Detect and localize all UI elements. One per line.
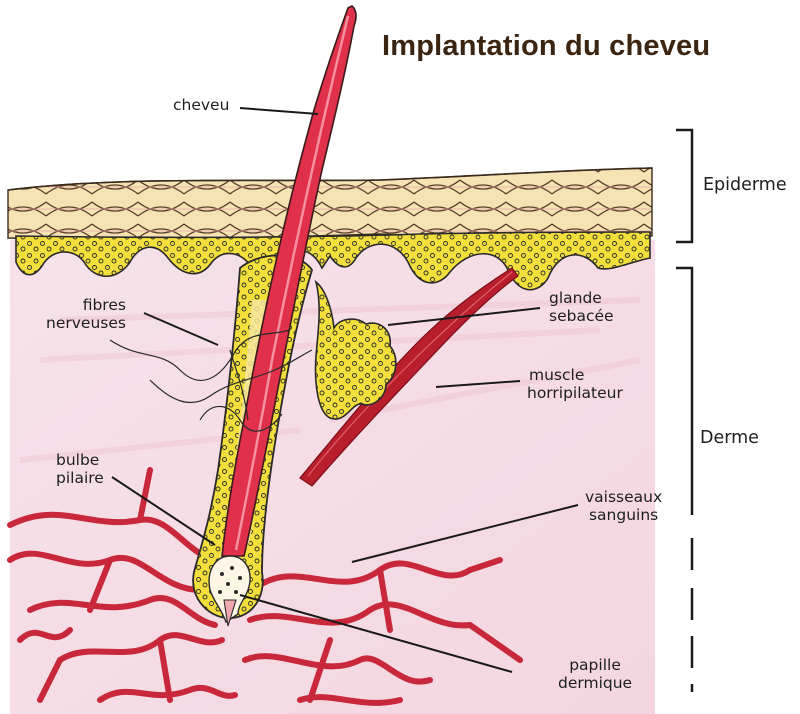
label-glande-sebacee: glande sebacée <box>549 289 614 325</box>
sebaceous-gland <box>314 279 397 420</box>
label-vaisseaux-sanguins: vaisseaux sanguins <box>585 488 662 524</box>
leader-vaisseaux <box>351 504 579 563</box>
leader-glande <box>387 307 541 326</box>
label-fibres-nerveuses: fibres nerveuses <box>46 296 126 332</box>
label-muscle-line2: horripilateur <box>527 384 623 402</box>
label-bulbe-line1: bulbe <box>56 451 100 469</box>
label-papille-line2: dermique <box>558 674 633 692</box>
label-bulbe-pilaire: bulbe pilaire <box>56 451 104 487</box>
leader-bulbe <box>111 476 216 546</box>
label-cheveu: cheveu <box>173 96 230 114</box>
leader-muscle <box>435 380 521 388</box>
epidermis-layer <box>7 167 653 240</box>
section-label-derme: Derme <box>700 428 759 448</box>
label-glande-line1: glande <box>549 289 602 307</box>
leader-lines <box>111 107 579 673</box>
epiderme-bracket <box>676 128 694 244</box>
dermal-papilla <box>208 555 251 627</box>
leader-fibres <box>143 312 219 346</box>
derme-bracket <box>676 266 694 692</box>
leader-papille <box>239 594 513 673</box>
label-vaisseaux-line2: sanguins <box>588 506 659 524</box>
section-label-epiderme: Epiderme <box>703 175 787 195</box>
label-papille-line1: papille <box>569 656 621 674</box>
label-muscle-horripilateur: muscle horripilateur <box>527 366 623 402</box>
basal-cell-layer <box>15 231 651 291</box>
nerve-fibres <box>109 329 313 432</box>
label-fibres-line1: fibres <box>82 296 126 314</box>
label-glande-line2: sebacée <box>549 307 614 325</box>
hair-shaft <box>221 5 357 557</box>
label-vaisseaux-line1: vaisseaux <box>585 488 663 506</box>
label-fibres-line2: nerveuses <box>46 314 126 332</box>
label-bulbe-line2: pilaire <box>56 469 104 487</box>
label-muscle-line1: muscle <box>529 366 585 384</box>
label-papille-dermique: papille dermique <box>558 656 632 692</box>
diagram-title: Implantation du cheveu <box>382 30 711 62</box>
leader-cheveu <box>239 107 319 115</box>
